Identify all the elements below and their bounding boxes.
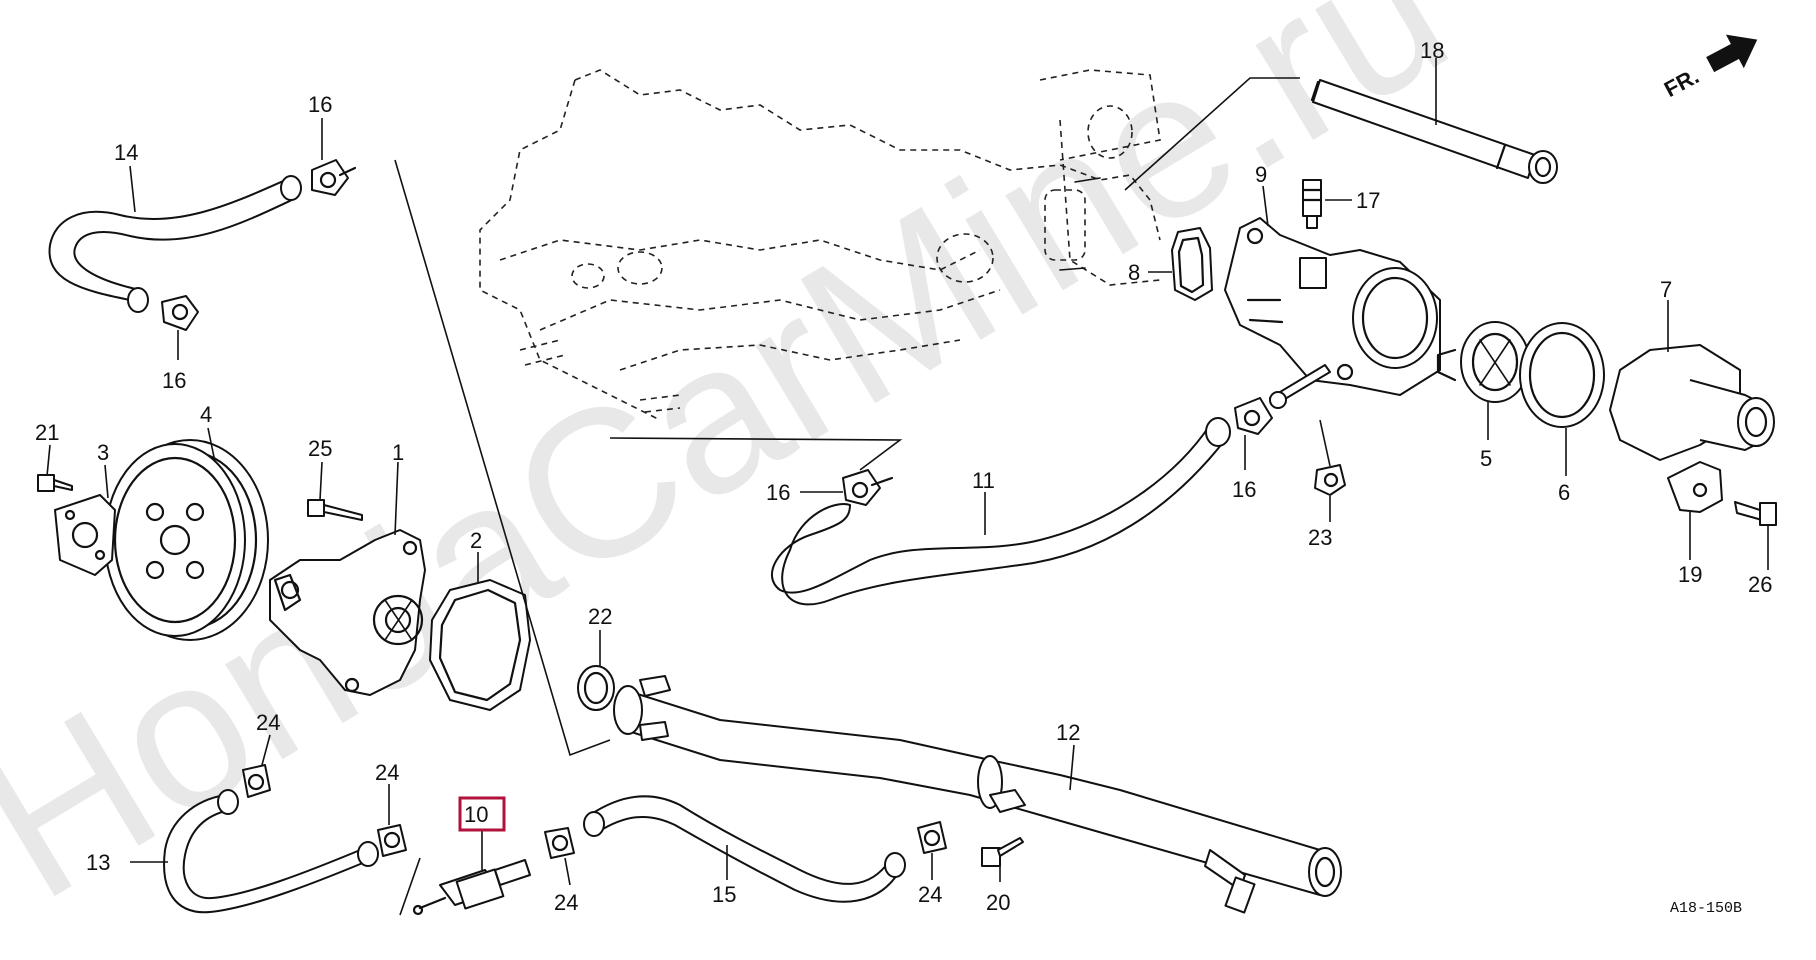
part-24-clamp-b [377, 784, 407, 857]
part-16-clamp-a [311, 118, 357, 196]
callout-24-a[interactable]: 24 [256, 710, 280, 735]
callout-13[interactable]: 13 [86, 850, 110, 875]
reference-code: A18-150B [1670, 900, 1742, 917]
part-7-thermostat-cover [1609, 300, 1775, 461]
callout-5[interactable]: 5 [1480, 446, 1492, 471]
callout-16-left[interactable]: 16 [162, 368, 186, 393]
callout-17[interactable]: 17 [1356, 188, 1380, 213]
callout-6[interactable]: 6 [1558, 480, 1570, 505]
front-direction-indicator: FR. [1660, 34, 1758, 102]
callout-labels: 1 2 3 4 5 6 7 8 9 10 11 12 13 14 15 16 1… [35, 38, 1772, 915]
part-13-hose [130, 789, 379, 914]
callout-22[interactable]: 22 [588, 604, 612, 629]
callout-19[interactable]: 19 [1678, 562, 1702, 587]
part-1-water-pump [269, 461, 426, 696]
part-8-gasket [1148, 227, 1213, 301]
callout-21[interactable]: 21 [35, 420, 59, 445]
part-18-water-pipe [1310, 58, 1558, 184]
callout-24-b[interactable]: 24 [375, 760, 399, 785]
part-4-pulley [104, 427, 269, 641]
part-3-flange [54, 464, 116, 576]
callout-10[interactable]: 10 [464, 802, 488, 827]
part-26-bolt [1734, 501, 1777, 570]
part-5-thermostat [1436, 321, 1530, 440]
callout-8[interactable]: 8 [1128, 260, 1140, 285]
callout-2[interactable]: 2 [470, 528, 482, 553]
highlight-box-part-10 [458, 796, 506, 832]
part-11-hose [770, 417, 1231, 606]
part-12-water-pipe [613, 675, 1342, 914]
callout-15[interactable]: 15 [712, 882, 736, 907]
part-22-o-ring [577, 630, 615, 711]
callout-7[interactable]: 7 [1660, 277, 1672, 302]
part-19-bracket [1667, 461, 1723, 560]
callout-11[interactable]: 11 [972, 468, 995, 493]
part-21-bolt [37, 444, 73, 492]
callout-25[interactable]: 25 [308, 436, 332, 461]
part-16-clamp-b [161, 295, 199, 360]
callout-26[interactable]: 26 [1748, 572, 1772, 597]
part-15-hose [583, 795, 906, 903]
callout-16-middle[interactable]: 16 [766, 480, 790, 505]
callout-14[interactable]: 14 [114, 140, 138, 165]
callout-3[interactable]: 3 [97, 440, 109, 465]
callout-16-top[interactable]: 16 [308, 92, 332, 117]
part-23-nut [1314, 419, 1346, 522]
part-24-clamp-a [242, 734, 271, 798]
callout-12[interactable]: 12 [1056, 720, 1080, 745]
callout-9[interactable]: 9 [1255, 162, 1267, 187]
part-9-thermostat-housing [1224, 185, 1441, 396]
part-24-clamp-c [544, 827, 575, 886]
front-indicator-label: FR. [1660, 63, 1703, 102]
callout-16-right[interactable]: 16 [1232, 477, 1256, 502]
callout-24-c[interactable]: 24 [554, 890, 578, 915]
part-17-sensor [1301, 179, 1352, 229]
callout-23[interactable]: 23 [1308, 525, 1332, 550]
part-16-clamp-d [1234, 397, 1273, 470]
callout-18[interactable]: 18 [1420, 38, 1444, 63]
callout-24-d[interactable]: 24 [918, 882, 942, 907]
callout-1[interactable]: 1 [392, 440, 404, 465]
leader-16-to-pipe [394, 159, 611, 757]
front-arrow-icon [1706, 34, 1758, 73]
housing-stud [1269, 364, 1331, 409]
part-14-hose [48, 165, 302, 313]
part-6-seal [1519, 322, 1605, 476]
callout-20[interactable]: 20 [986, 890, 1010, 915]
part-25-bolt [307, 461, 363, 521]
part-10-fitting [399, 830, 531, 916]
part-16-clamp-c [800, 469, 894, 506]
callout-4[interactable]: 4 [200, 402, 212, 427]
part-24-clamp-d [917, 821, 947, 880]
part-2-gasket [429, 552, 531, 711]
part-20-bolt [981, 837, 1024, 882]
engine-block-outline [479, 69, 1300, 471]
